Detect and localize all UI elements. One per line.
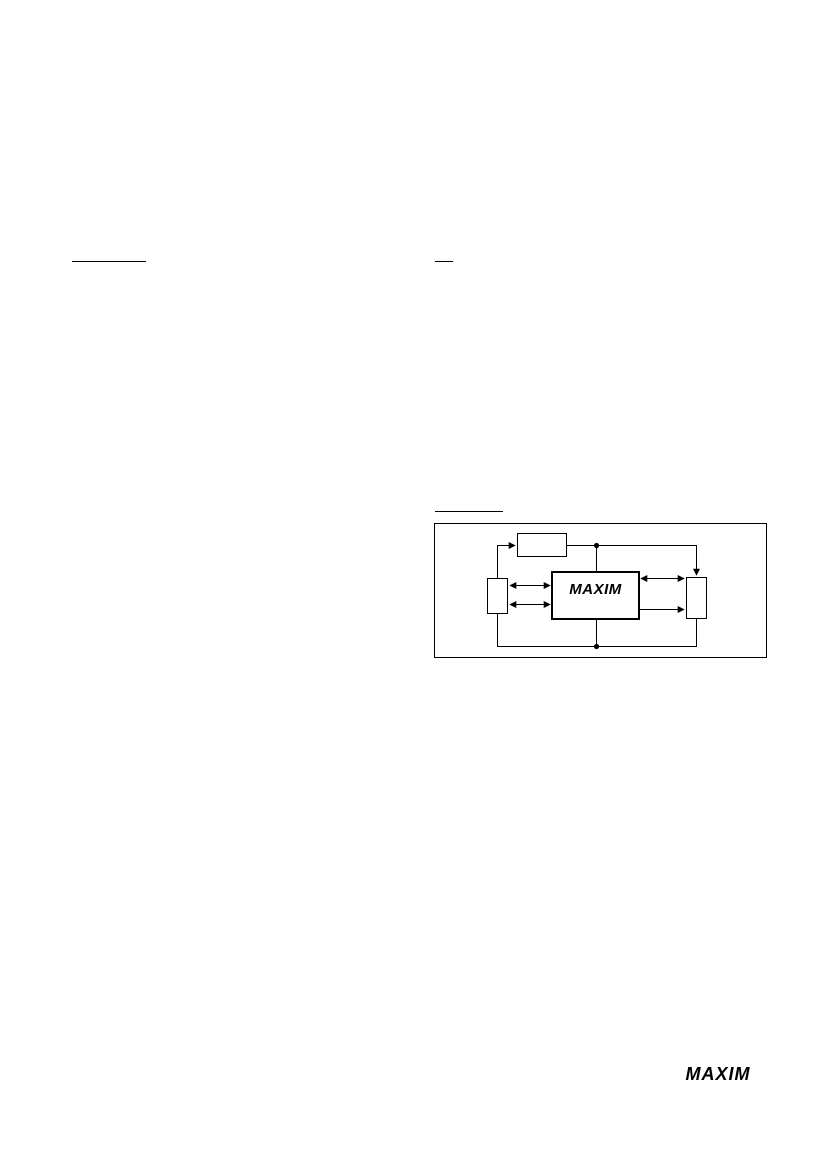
section-heading-rule-left xyxy=(72,261,146,262)
junction-dot-bottom xyxy=(593,643,600,650)
typical-application-diagram: MAXIM xyxy=(434,523,767,658)
chip-logo: MAXIM xyxy=(569,581,622,598)
left-block xyxy=(487,578,508,614)
wire-top-to-right xyxy=(566,545,700,576)
figure-heading-rule xyxy=(435,511,503,512)
footer-logo-text: MAXIM xyxy=(686,1065,751,1083)
maxim-logo: MAXIM xyxy=(686,1065,751,1083)
section-heading-rule-right xyxy=(435,261,453,262)
top-block xyxy=(517,533,567,557)
central-ic-block xyxy=(551,571,640,620)
junction-dot-top xyxy=(593,542,600,549)
chip-label: MAXIM xyxy=(569,581,622,598)
wire-left-to-top xyxy=(497,542,516,579)
right-block xyxy=(686,577,707,619)
